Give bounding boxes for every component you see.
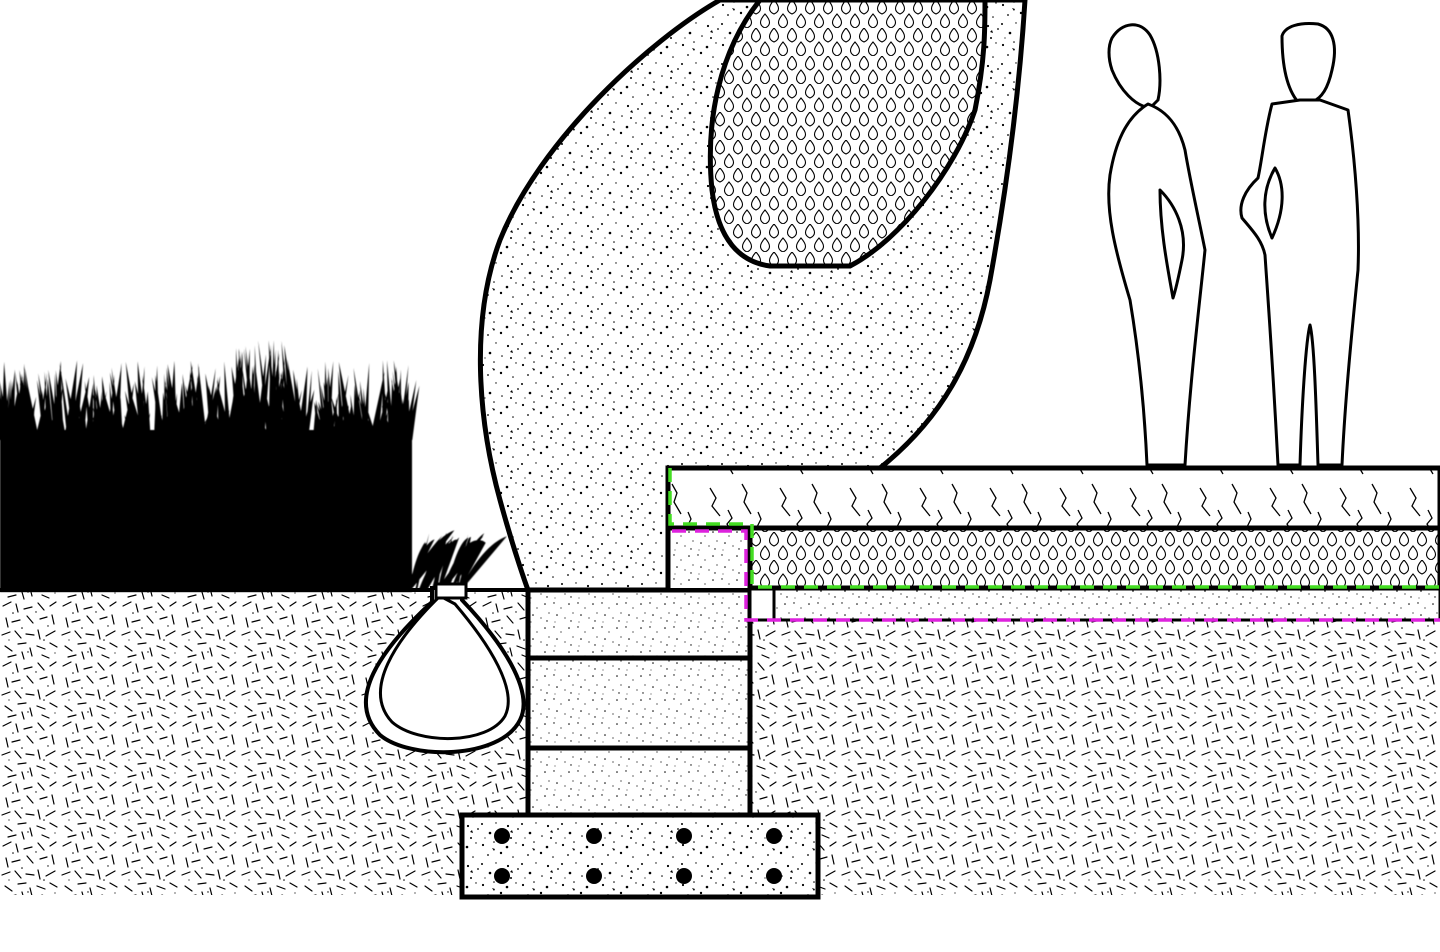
drain-pipe bbox=[363, 582, 526, 755]
block-wall bbox=[525, 587, 753, 818]
rebar-dot bbox=[676, 828, 692, 844]
soil-right bbox=[750, 620, 1440, 895]
grass bbox=[0, 340, 507, 592]
rebar-dot bbox=[676, 868, 692, 884]
rebar-dot bbox=[586, 868, 602, 884]
grass-mass bbox=[0, 430, 412, 592]
person-right bbox=[1239, 22, 1360, 467]
rebar-dot bbox=[494, 828, 510, 844]
concrete-footing bbox=[459, 812, 821, 900]
people bbox=[1107, 22, 1360, 467]
grass-blades bbox=[0, 340, 507, 590]
membrane-green bbox=[668, 468, 1440, 589]
rebar-dot bbox=[586, 828, 602, 844]
wall-cap bbox=[666, 526, 752, 592]
rebar-dot bbox=[766, 868, 782, 884]
membrane-magenta bbox=[672, 529, 1440, 622]
rebar-dot bbox=[494, 868, 510, 884]
timber-deck bbox=[665, 465, 1440, 531]
insulation-layer bbox=[747, 525, 1440, 591]
gravel-bed bbox=[748, 586, 1440, 622]
person-left bbox=[1107, 23, 1207, 467]
rebar-dot bbox=[766, 828, 782, 844]
sculpture bbox=[477, 0, 1028, 593]
